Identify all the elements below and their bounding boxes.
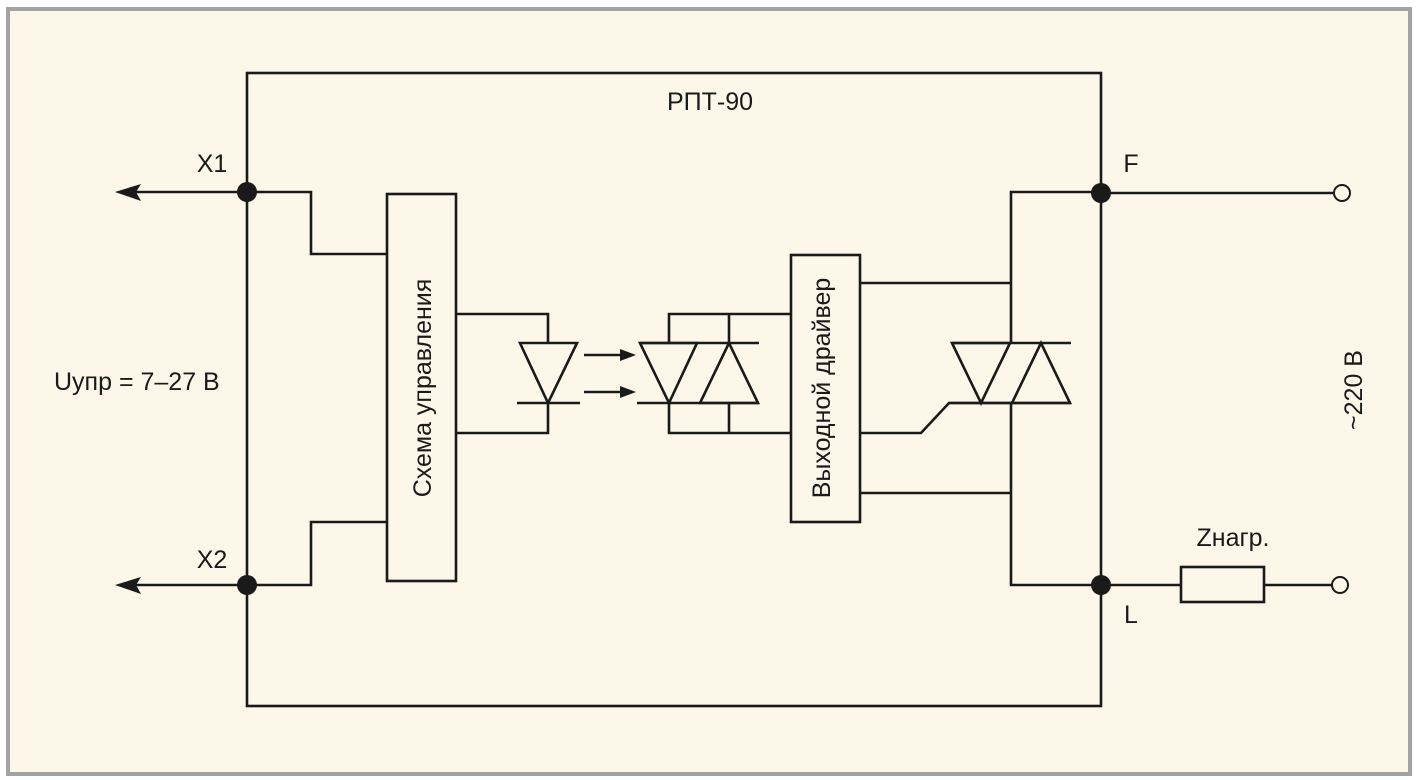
driver-gate-wire — [860, 401, 1011, 435]
load-label: Zнагр. — [1197, 524, 1270, 552]
control-circuit-block — [385, 192, 458, 583]
control-circuit-label: Схема управления — [409, 279, 437, 498]
terminal-x1-label: X1 — [197, 150, 228, 178]
output-driver-label: Выходной драйвер — [808, 278, 836, 499]
x2-arrow-icon — [115, 577, 141, 594]
opto-triac-icon — [637, 312, 791, 435]
light-arrow-1-head-icon — [620, 349, 636, 361]
led-anode-wire — [456, 312, 550, 343]
output-driver-block — [789, 253, 862, 524]
light-arrow-2-head-icon — [620, 386, 636, 398]
triac-bottom-wire — [1009, 403, 1101, 587]
led-cathode-wire — [456, 403, 550, 435]
f-terminal-icon — [1333, 184, 1351, 202]
led-icon — [517, 341, 580, 407]
relay-enclosure — [245, 71, 1103, 708]
load-resistor-icon — [1179, 565, 1266, 604]
l-terminal-icon — [1331, 576, 1349, 594]
x1-to-control-wire — [247, 190, 387, 256]
power-triac-icon — [949, 340, 1073, 406]
triac-top-wire — [1009, 190, 1101, 343]
terminal-x2-label: X2 — [197, 546, 228, 574]
relay-title: РПТ-90 — [667, 88, 753, 116]
terminal-f-label: F — [1123, 150, 1138, 178]
x2-to-control-wire — [247, 520, 387, 587]
terminal-l-label: L — [1124, 601, 1138, 629]
supply-voltage-label: ~220 В — [1340, 350, 1368, 430]
control-voltage-label: Uупр = 7–27 В — [54, 368, 220, 396]
x1-arrow-icon — [115, 184, 141, 201]
diagram-frame — [6, 7, 1412, 776]
